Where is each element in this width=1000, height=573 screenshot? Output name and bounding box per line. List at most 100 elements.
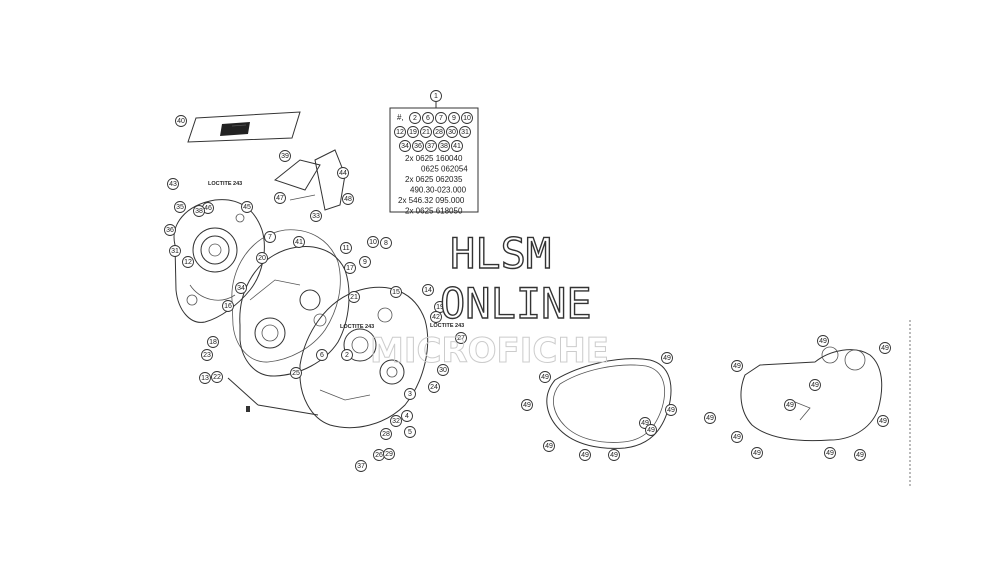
kit-row2-1: 19 bbox=[407, 126, 419, 138]
callout-gasket1-1: 49 bbox=[661, 352, 673, 364]
callout-left-20: 12 bbox=[182, 256, 194, 268]
callout-gasket1-0-label: 49 bbox=[541, 374, 549, 381]
kit-row1-2-label: 7 bbox=[439, 115, 443, 122]
callout-gasket2-1: 49 bbox=[817, 335, 829, 347]
callout-left-16: 8 bbox=[380, 237, 392, 249]
callout-gasket2-2-label: 49 bbox=[881, 345, 889, 352]
kit-row2-3-label: 28 bbox=[435, 129, 443, 136]
callout-left-8-label: 43 bbox=[169, 181, 177, 188]
callout-gasket1-8-label: 49 bbox=[647, 427, 655, 434]
callout-gasket1-2-label: 49 bbox=[523, 402, 531, 409]
kit-row2-4: 30 bbox=[446, 126, 458, 138]
callout-left-32-label: 6 bbox=[320, 352, 324, 359]
manual-sheet bbox=[187, 111, 301, 143]
callout-left-25-label: 14 bbox=[424, 287, 432, 294]
callout-left-35-label: 3 bbox=[408, 391, 412, 398]
callout-left-4: 46 bbox=[202, 202, 214, 214]
kit-row3-0: 34 bbox=[399, 140, 411, 152]
kit-row1-1: 6 bbox=[422, 112, 434, 124]
kit-row2-4-label: 30 bbox=[448, 129, 456, 136]
kit-row1-4: 10 bbox=[461, 112, 473, 124]
callout-gasket2-10-label: 49 bbox=[856, 452, 864, 459]
callout-left-18-label: 17 bbox=[346, 265, 354, 272]
callout-left-36-label: 4 bbox=[405, 413, 409, 420]
callout-left-7-label: 48 bbox=[344, 196, 352, 203]
kit-row2-0-label: 12 bbox=[396, 129, 404, 136]
callout-left-6: 47 bbox=[274, 192, 286, 204]
callout-left-16-label: 8 bbox=[384, 240, 388, 247]
callout-left-13: 33 bbox=[310, 210, 322, 222]
kit-row2-5: 31 bbox=[459, 126, 471, 138]
watermark-line1: HLSM bbox=[450, 229, 551, 278]
kit-row2-5-label: 31 bbox=[461, 129, 469, 136]
kit-row2-2: 21 bbox=[420, 126, 432, 138]
dowel-pin bbox=[227, 377, 319, 416]
callout-left-41-label: 32 bbox=[392, 418, 400, 425]
callout-left-39: 26 bbox=[373, 449, 385, 461]
callout-left-3-label: 45 bbox=[243, 204, 251, 211]
kit-row3-4-label: 41 bbox=[453, 143, 461, 150]
kit-row1-3: 9 bbox=[448, 112, 460, 124]
callout-left-11: 31 bbox=[169, 245, 181, 257]
callout-left-24-label: 21 bbox=[350, 294, 358, 301]
callout-gasket2-4: 49 bbox=[784, 399, 796, 411]
callout-left-19-label: 18 bbox=[209, 339, 217, 346]
callout-gasket2-4-label: 49 bbox=[786, 402, 794, 409]
callout-gasket1-3-label: 49 bbox=[667, 407, 675, 414]
callout-left-41: 32 bbox=[390, 415, 402, 427]
callout-gasket1-1-label: 49 bbox=[663, 355, 671, 362]
callout-left-34-label: 30 bbox=[439, 367, 447, 374]
kit-box bbox=[389, 102, 479, 213]
callout-left-15: 10 bbox=[367, 236, 379, 248]
callout-left-33-label: 27 bbox=[457, 335, 465, 342]
callout-left-12: 38 bbox=[193, 205, 205, 217]
callout-left-5-label: 41 bbox=[295, 239, 303, 246]
callout-gasket1-7-label: 49 bbox=[610, 452, 618, 459]
callout-left-27-label: 19 bbox=[436, 304, 444, 311]
callout-gasket2-10: 49 bbox=[854, 449, 866, 461]
callout-left-12-label: 38 bbox=[195, 208, 203, 215]
kit-row1-0-label: 2 bbox=[413, 115, 417, 122]
callout-gasket2-8: 49 bbox=[751, 447, 763, 459]
callout-left-21: 7 bbox=[264, 231, 276, 243]
callout-left-33: 27 bbox=[455, 332, 467, 344]
callout-left-44: 34 bbox=[235, 282, 247, 294]
callout-left-22-label: 16 bbox=[224, 303, 232, 310]
loctite-label-2: LOCTITE 243 bbox=[340, 324, 374, 330]
callout-gasket1-6: 49 bbox=[579, 449, 591, 461]
callout-left-14-label: 11 bbox=[342, 245, 349, 252]
kit-row1-3-label: 9 bbox=[452, 115, 456, 122]
callout-left-29-label: 42 bbox=[432, 314, 440, 321]
callout-left-1-label: 39 bbox=[281, 153, 289, 160]
callout-left-21-label: 7 bbox=[268, 234, 272, 241]
callout-gasket2-0-label: 49 bbox=[733, 363, 741, 370]
callout-left-43: 37 bbox=[355, 460, 367, 472]
watermark-line3: MICROFICHE bbox=[370, 331, 609, 371]
callout-left-7: 48 bbox=[342, 193, 354, 205]
callout-gasket2-7: 49 bbox=[731, 431, 743, 443]
kit-row1-1-label: 6 bbox=[426, 115, 430, 122]
callout-left-17-label: 9 bbox=[363, 259, 367, 266]
callout-left-13-label: 33 bbox=[312, 213, 320, 220]
kit-row3-4: 41 bbox=[451, 140, 463, 152]
callout-left-6-label: 47 bbox=[276, 195, 284, 202]
callout-left-1: 39 bbox=[279, 150, 291, 162]
callout-gasket2-7-label: 49 bbox=[733, 434, 741, 441]
callout-left-38-label: 24 bbox=[430, 384, 438, 391]
callout-left-46: 13 bbox=[199, 372, 211, 384]
callout-left-0: 40 bbox=[175, 115, 187, 127]
callout-left-37-label: 5 bbox=[408, 429, 412, 436]
kit-row3-0-label: 34 bbox=[401, 143, 409, 150]
kit-line-2: 2x 0625 062035 bbox=[405, 175, 463, 184]
callout-left-20-label: 12 bbox=[184, 259, 192, 266]
callout-gasket1-4: 49 bbox=[543, 440, 555, 452]
callout-left-30-label: 25 bbox=[292, 370, 300, 377]
callout-left-5: 41 bbox=[293, 236, 305, 248]
callout-left-26: 15 bbox=[390, 286, 402, 298]
callout-gasket1-3: 49 bbox=[665, 404, 677, 416]
kit-row3-3-label: 38 bbox=[440, 143, 448, 150]
callout-left-32: 6 bbox=[316, 349, 328, 361]
kit-row3-3: 38 bbox=[438, 140, 450, 152]
callout-left-18: 17 bbox=[344, 262, 356, 274]
